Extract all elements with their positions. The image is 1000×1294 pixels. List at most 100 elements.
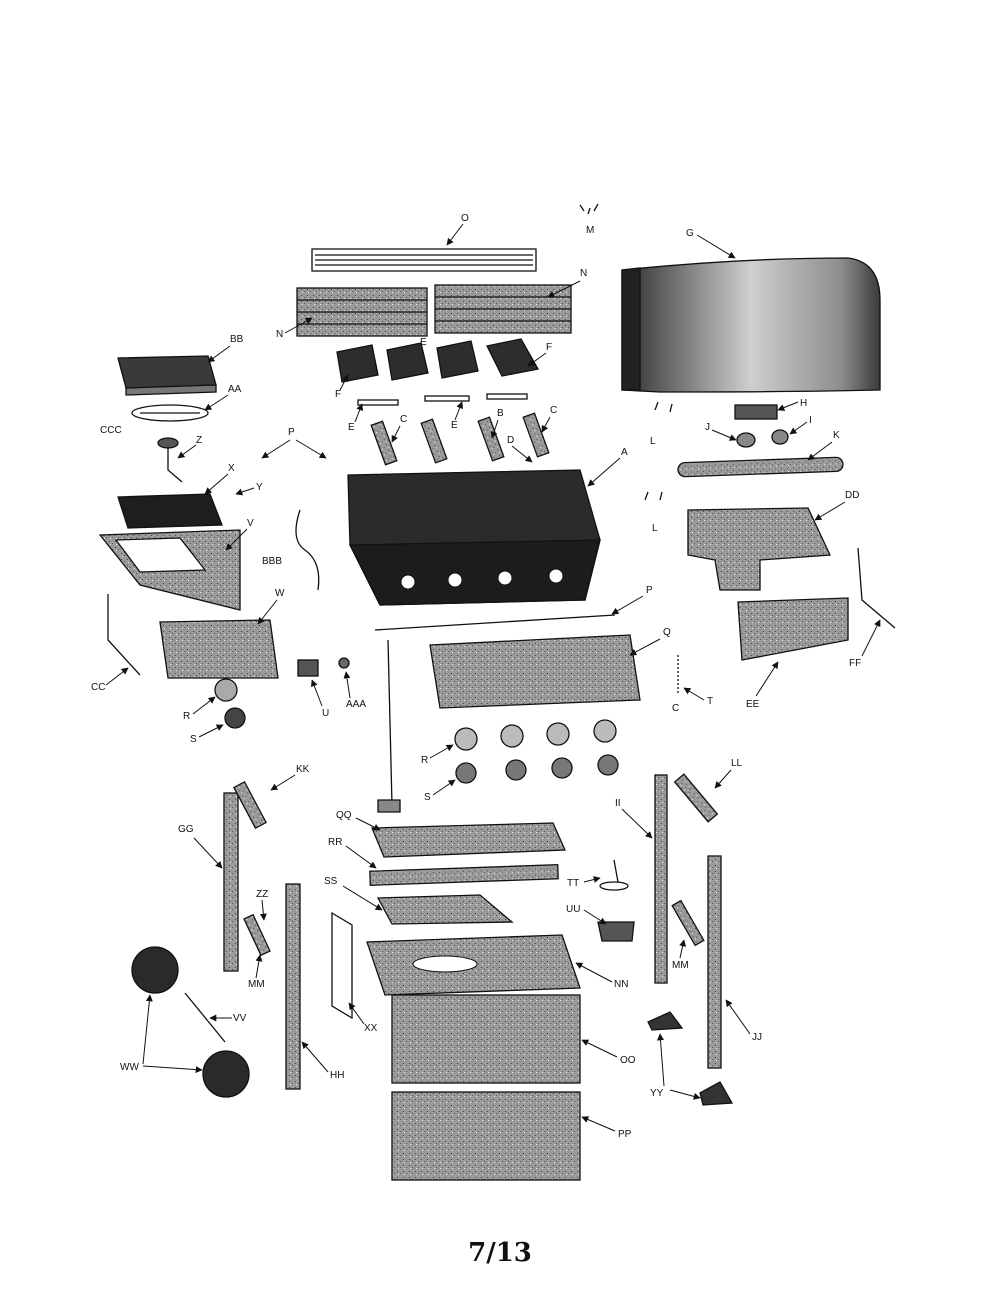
label-l-top: L <box>650 436 656 447</box>
caster-bracket-mm-right <box>671 899 705 947</box>
label-ss: SS <box>324 876 338 887</box>
heat-plates-f <box>336 338 540 383</box>
frame-bar-rr <box>369 864 559 886</box>
label-ww: WW <box>120 1062 139 1073</box>
label-ll: LL <box>731 758 743 769</box>
label-e-left: E <box>348 422 355 433</box>
casters-yy <box>647 1011 734 1106</box>
bezels-s <box>455 754 619 784</box>
label-zz: ZZ <box>256 889 268 900</box>
label-i: I <box>809 415 812 426</box>
label-e-top: E <box>420 337 427 348</box>
label-z: Z <box>196 435 202 446</box>
label-ccc: CCC <box>100 425 122 436</box>
axle-vv <box>184 992 226 1043</box>
label-j: J <box>705 422 710 433</box>
side-bezel-s <box>224 707 246 729</box>
label-q: Q <box>663 627 671 638</box>
label-v: V <box>247 518 254 529</box>
label-n-left: N <box>276 329 283 340</box>
label-gg: GG <box>178 824 194 835</box>
firebox-a <box>347 469 601 606</box>
hood-fasteners-m <box>579 203 599 215</box>
cooking-grate-left-n <box>296 287 428 337</box>
leg-jj <box>707 855 722 1069</box>
side-knob-r <box>214 678 238 702</box>
crossover-tubes-e <box>357 393 528 406</box>
warming-rack-o <box>311 248 537 272</box>
label-f-right: F <box>546 342 552 353</box>
label-c-right: C <box>550 405 557 416</box>
label-oo: OO <box>620 1055 636 1066</box>
label-tt: TT <box>567 878 579 889</box>
bracket-ll <box>673 773 719 823</box>
label-nn: NN <box>614 979 628 990</box>
label-l-mid: L <box>652 523 658 534</box>
shelf-support-ff <box>857 547 896 629</box>
leg-ii <box>654 774 668 984</box>
label-c-t: C <box>672 703 679 714</box>
knobs-r <box>454 719 617 751</box>
handle-spacer-h <box>734 404 778 420</box>
label-b: B <box>497 408 504 419</box>
leg-hh <box>285 883 301 1090</box>
hood-hardware-l <box>644 401 673 501</box>
label-o: O <box>461 213 469 224</box>
gauge-bezel-i <box>771 429 789 445</box>
grease-cup-uu <box>597 921 635 942</box>
label-d: D <box>507 435 514 446</box>
label-bb: BB <box>230 334 244 345</box>
side-shelf-v <box>98 529 241 611</box>
label-bbb: BBB <box>262 556 282 567</box>
label-dd: DD <box>845 490 859 501</box>
label-p-bottom: P <box>646 585 653 596</box>
label-hh: HH <box>330 1070 344 1081</box>
burners-c-b <box>370 412 550 466</box>
label-rr: RR <box>328 837 342 848</box>
bracket-kk <box>233 780 267 830</box>
label-cc: CC <box>91 682 105 693</box>
cooking-grate-right-n <box>434 284 572 334</box>
label-u: U <box>322 708 329 719</box>
label-ee: EE <box>746 699 760 710</box>
label-h: H <box>800 398 807 409</box>
hood-handle-k <box>677 456 844 478</box>
door-stop-xx <box>331 911 353 1020</box>
label-r-main: R <box>421 755 428 766</box>
callout-labels: O M G N N BB AA E F F CCC Z P E E C B C … <box>91 213 881 1140</box>
label-y: Y <box>256 482 263 493</box>
side-shelf-support-cc <box>107 594 141 676</box>
bottom-shelf-qq <box>371 822 566 858</box>
side-burner-tray-x <box>117 493 223 529</box>
ignition-wire-bbb <box>295 509 320 591</box>
wheels-ww <box>131 946 250 1098</box>
label-kk: KK <box>296 764 310 775</box>
label-x: X <box>228 463 235 474</box>
label-n-right: N <box>580 268 587 279</box>
label-f-left: F <box>335 389 341 400</box>
igniter-u <box>297 659 319 677</box>
label-ii: II <box>615 798 621 809</box>
label-yy: YY <box>650 1088 664 1099</box>
label-mm-right: MM <box>672 960 689 971</box>
label-w: W <box>275 588 285 599</box>
label-t: T <box>707 696 713 707</box>
label-s-left: S <box>190 734 197 745</box>
label-vv: VV <box>233 1013 247 1024</box>
label-a: A <box>621 447 628 458</box>
label-e-mid: E <box>451 420 458 431</box>
label-qq: QQ <box>336 810 352 821</box>
label-m: M <box>586 225 594 236</box>
hood-g <box>621 257 881 393</box>
door-oo <box>391 994 581 1084</box>
label-g: G <box>686 228 694 239</box>
label-mm-left: MM <box>248 979 265 990</box>
label-c-left: C <box>400 414 407 425</box>
grease-cup-holder-tt <box>599 859 629 891</box>
label-aa: AA <box>228 384 242 395</box>
side-panel-w <box>159 619 279 679</box>
label-r-left: R <box>183 711 190 722</box>
side-burner-ring-aa <box>131 404 209 422</box>
